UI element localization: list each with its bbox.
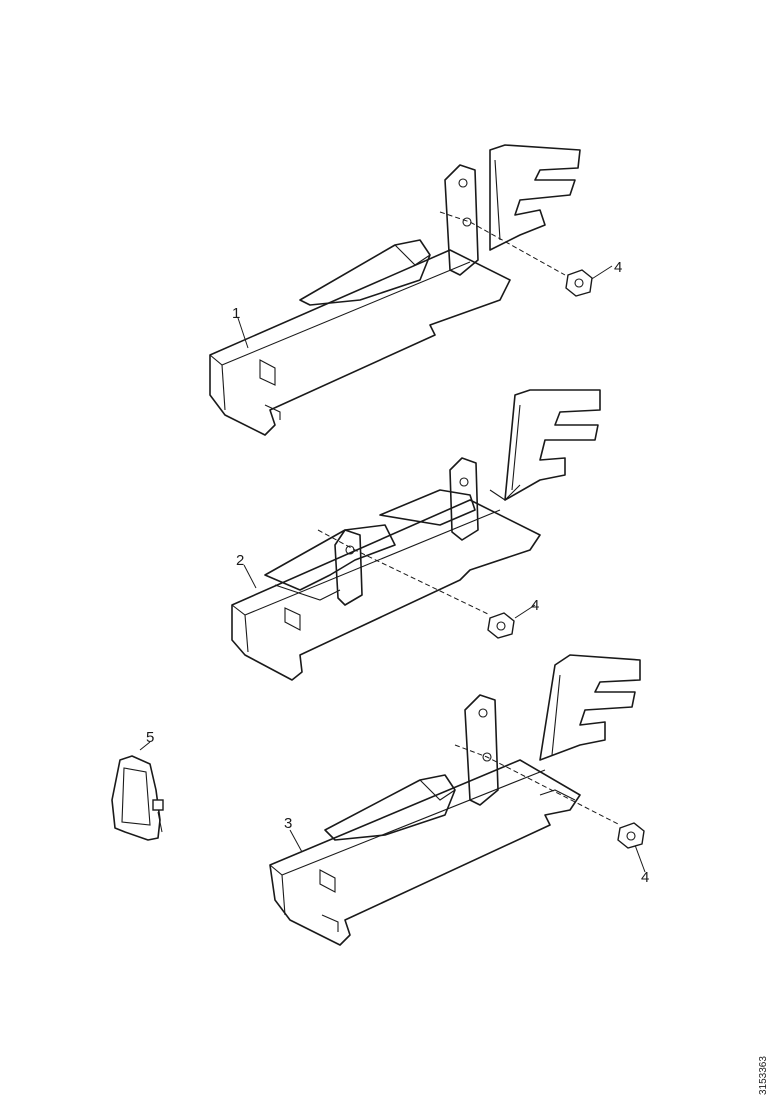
callout-4b: 4 (531, 597, 539, 614)
bolt-c (617, 822, 645, 849)
callout-3: 3 (284, 815, 292, 832)
reference-code: 3153363 (758, 1056, 769, 1095)
bracket-3 (269, 654, 646, 946)
callout-4a: 4 (614, 259, 622, 276)
bolt-b (487, 612, 515, 639)
callout-2: 2 (236, 552, 244, 569)
leader-3 (289, 829, 303, 853)
leader-2 (243, 564, 257, 589)
leader-1 (237, 317, 249, 349)
cable-tie-5 (111, 741, 164, 841)
callout-5: 5 (146, 729, 154, 746)
callout-1: 1 (232, 305, 240, 322)
bracket-1 (209, 144, 613, 436)
callout-4c: 4 (641, 869, 649, 886)
bolt-a (565, 269, 593, 297)
bracket-2 (231, 389, 601, 681)
